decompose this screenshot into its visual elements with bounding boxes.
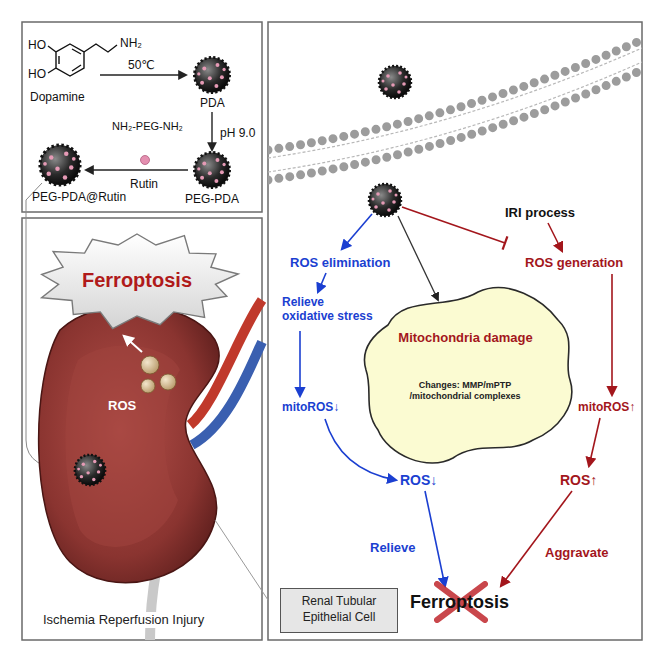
- dopamine-structure: [48, 44, 117, 76]
- nanoparticle: [379, 66, 411, 98]
- compound-name: Dopamine: [30, 90, 85, 104]
- pathway-label: ROS elimination: [290, 255, 390, 271]
- reaction-condition: 50℃: [128, 58, 155, 72]
- pathway-label: ROS↑: [560, 472, 597, 489]
- mitochondrion: Mitochondria damageChanges: MMP/mPTP /mi…: [358, 280, 573, 472]
- peg-pda-sphere: [194, 152, 229, 187]
- atom-label: HO: [28, 67, 46, 81]
- compound-name: PEG-PDA@Rutin: [32, 190, 126, 204]
- mitochondrion-shape: [365, 288, 572, 463]
- atom-label: HO: [28, 38, 46, 52]
- reaction-arrow: [86, 169, 188, 170]
- cell-label-box: Renal Tubular Epithelial Cell: [280, 588, 398, 633]
- ros-sphere: [160, 374, 176, 390]
- ferroptosis-burst: Ferroptosis: [32, 228, 242, 332]
- reaction-arrow: [100, 74, 186, 75]
- cell-membrane: [268, 40, 642, 180]
- burst-title: Ferroptosis: [82, 269, 192, 292]
- zoom-line: [215, 520, 268, 600]
- kidney-panel: [22, 218, 262, 640]
- pathway-label: mitoROS↑: [578, 400, 635, 414]
- nanoparticle: [369, 184, 401, 216]
- atom-label: NH₂: [120, 36, 142, 50]
- ros-sphere: [141, 379, 155, 393]
- peg-pda-rutin-sphere: [40, 145, 80, 185]
- burst-shape: [42, 234, 239, 329]
- compound-name: Rutin: [130, 177, 158, 191]
- reagent-label: NH₂-PEG-NH₂: [112, 120, 183, 133]
- pda-sphere: [194, 57, 229, 92]
- nanoparticle: [75, 455, 105, 485]
- ros-label: ROS: [108, 398, 136, 414]
- outcome-label: Ferroptosis: [410, 592, 509, 614]
- mitochondrion-title: Mitochondria damage: [358, 330, 573, 345]
- kidney-medulla: [65, 346, 180, 547]
- ros-arrow: [124, 336, 142, 352]
- rutin-dot: [141, 156, 150, 165]
- panel-caption: Ischemia Reperfusion Injury: [40, 612, 207, 628]
- compound-name: PEG-PDA: [185, 192, 239, 206]
- cell-label: Renal Tubular Epithelial Cell: [289, 594, 389, 625]
- ros-sphere: [141, 356, 159, 374]
- pathway-label: ROS↓: [400, 472, 437, 489]
- pathway-label: mitoROS↓: [282, 400, 339, 414]
- kidney: [39, 305, 220, 582]
- cell-panel: [268, 22, 642, 640]
- pathway-label: ROS generation: [525, 255, 623, 271]
- pathway-label: Relieve oxidative stress: [282, 295, 377, 324]
- process-label: IRI process: [505, 205, 575, 221]
- pathway-label: Relieve: [370, 540, 416, 556]
- reaction-condition: pH 9.0: [220, 126, 255, 140]
- mitochondrion-note: Changes: MMP/mPTP /mitochondrial complex…: [400, 380, 530, 403]
- pathway-label: Aggravate: [545, 545, 609, 561]
- compound-name: PDA: [200, 96, 225, 110]
- mitochondrion-outline: [358, 280, 573, 472]
- reaction-arrow: [211, 112, 212, 150]
- synthesis-panel: [22, 22, 262, 212]
